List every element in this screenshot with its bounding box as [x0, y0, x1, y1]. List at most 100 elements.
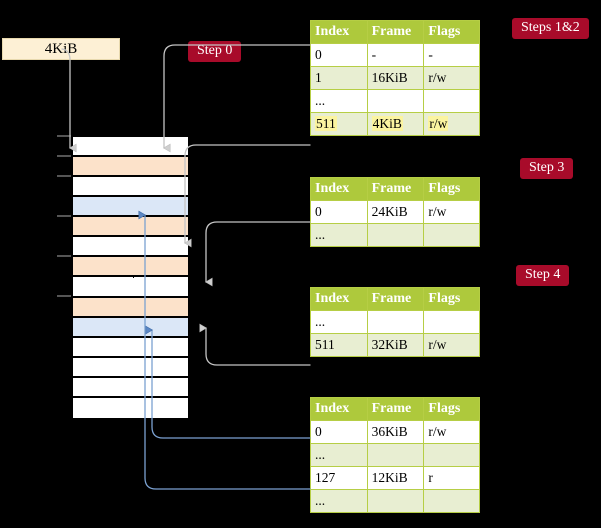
cell-frame: 32KiB [366, 333, 425, 357]
memory-row [73, 177, 188, 198]
cell-highlight: r/w [428, 116, 449, 131]
badge-step-3-label: Step 3 [529, 160, 565, 175]
cell-frame: 12KiB [366, 466, 425, 490]
cell-frame: 36KiB [366, 420, 425, 444]
cell-frame [366, 443, 425, 467]
memory-tick [57, 155, 71, 157]
memory-column [71, 135, 190, 418]
cell-index: 0 [310, 43, 368, 67]
cell-index: ... [310, 223, 368, 247]
table-row: 511 4KiB r/w [310, 112, 480, 136]
cell-flags: r/w [423, 200, 480, 224]
size-box-label: 4KiB [44, 40, 78, 57]
cell-flags: - [423, 43, 480, 67]
cell-frame: 24KiB [366, 200, 425, 224]
cell-index: ... [310, 89, 368, 113]
badge-step-4-label: Step 4 [525, 267, 561, 282]
cell-flags: r/w [423, 420, 480, 444]
cell-index: ... [310, 443, 368, 467]
badge-step-0-label: Step 0 [197, 43, 233, 58]
memory-row [73, 237, 188, 258]
cell-highlight: 4KiB [371, 116, 403, 131]
memory-row [73, 257, 188, 278]
table-row: ... [310, 489, 480, 513]
table-row: 0-- [310, 43, 480, 67]
cell-index: 1 [310, 66, 368, 90]
connector-sizebox-to-memory [61, 48, 77, 153]
connector-table3-to-memory [199, 323, 311, 366]
cell-frame: 16KiB [366, 66, 425, 90]
size-box-4kib: 4KiB [2, 38, 120, 60]
badge-step-0: Step 0 [188, 41, 242, 62]
cell-frame [366, 310, 425, 334]
column-header-frame: Frame [366, 20, 425, 44]
table-row: ... [310, 443, 480, 467]
table-row: ... [310, 223, 480, 247]
memory-tick [57, 175, 71, 177]
badge-steps-1-2-label: Steps 1&2 [521, 20, 580, 35]
badge-steps-1-2: Steps 1&2 [512, 18, 589, 39]
cell-index: 511 [310, 112, 368, 136]
memory-row [73, 277, 188, 298]
memory-tick [57, 215, 71, 217]
memory-row [73, 337, 188, 358]
cell-index: 127 [310, 466, 368, 490]
memory-row [73, 397, 188, 418]
cell-frame: 4KiB [366, 112, 425, 136]
column-header-index: Index [310, 397, 368, 421]
column-header-frame: Frame [366, 177, 425, 201]
memory-row [73, 197, 188, 218]
memory-row [73, 357, 188, 378]
column-header-frame: Frame [366, 287, 425, 311]
cell-highlight: 511 [315, 116, 337, 131]
cell-frame [366, 89, 425, 113]
memory-row [73, 317, 188, 338]
memory-tick [57, 255, 71, 257]
memory-row [73, 377, 188, 398]
cell-flags: r/w [423, 66, 480, 90]
cell-flags: r/w [423, 333, 480, 357]
column-header-frame: Frame [366, 397, 425, 421]
memory-tick [57, 295, 71, 297]
memory-tick [57, 135, 71, 137]
cell-flags [423, 443, 480, 467]
badge-step-4: Step 4 [516, 265, 570, 286]
table-row: ... [310, 310, 480, 334]
cell-index: ... [310, 310, 368, 334]
column-header-index: Index [310, 287, 368, 311]
cell-flags: r [423, 466, 480, 490]
cell-frame [366, 223, 425, 247]
cell-index: 511 [310, 333, 368, 357]
memory-row [73, 297, 188, 318]
column-header-flags: Flags [423, 177, 480, 201]
memory-row [73, 137, 188, 158]
column-header-index: Index [310, 177, 368, 201]
cell-index: 0 [310, 420, 368, 444]
cell-index: ... [310, 489, 368, 513]
column-header-flags: Flags [423, 397, 480, 421]
cell-flags [423, 89, 480, 113]
cell-index: 0 [310, 200, 368, 224]
memory-row [73, 157, 188, 178]
memory-row [73, 217, 188, 238]
table-row: ... [310, 89, 480, 113]
badge-step-3: Step 3 [520, 158, 574, 179]
cell-flags: r/w [423, 112, 480, 136]
connector-table1-row1-to-memory [184, 144, 311, 248]
cell-frame: - [366, 43, 425, 67]
cell-flags [423, 489, 480, 513]
cell-flags [423, 310, 480, 334]
column-header-index: Index [310, 20, 368, 44]
column-header-flags: Flags [423, 287, 480, 311]
column-header-flags: Flags [423, 20, 480, 44]
